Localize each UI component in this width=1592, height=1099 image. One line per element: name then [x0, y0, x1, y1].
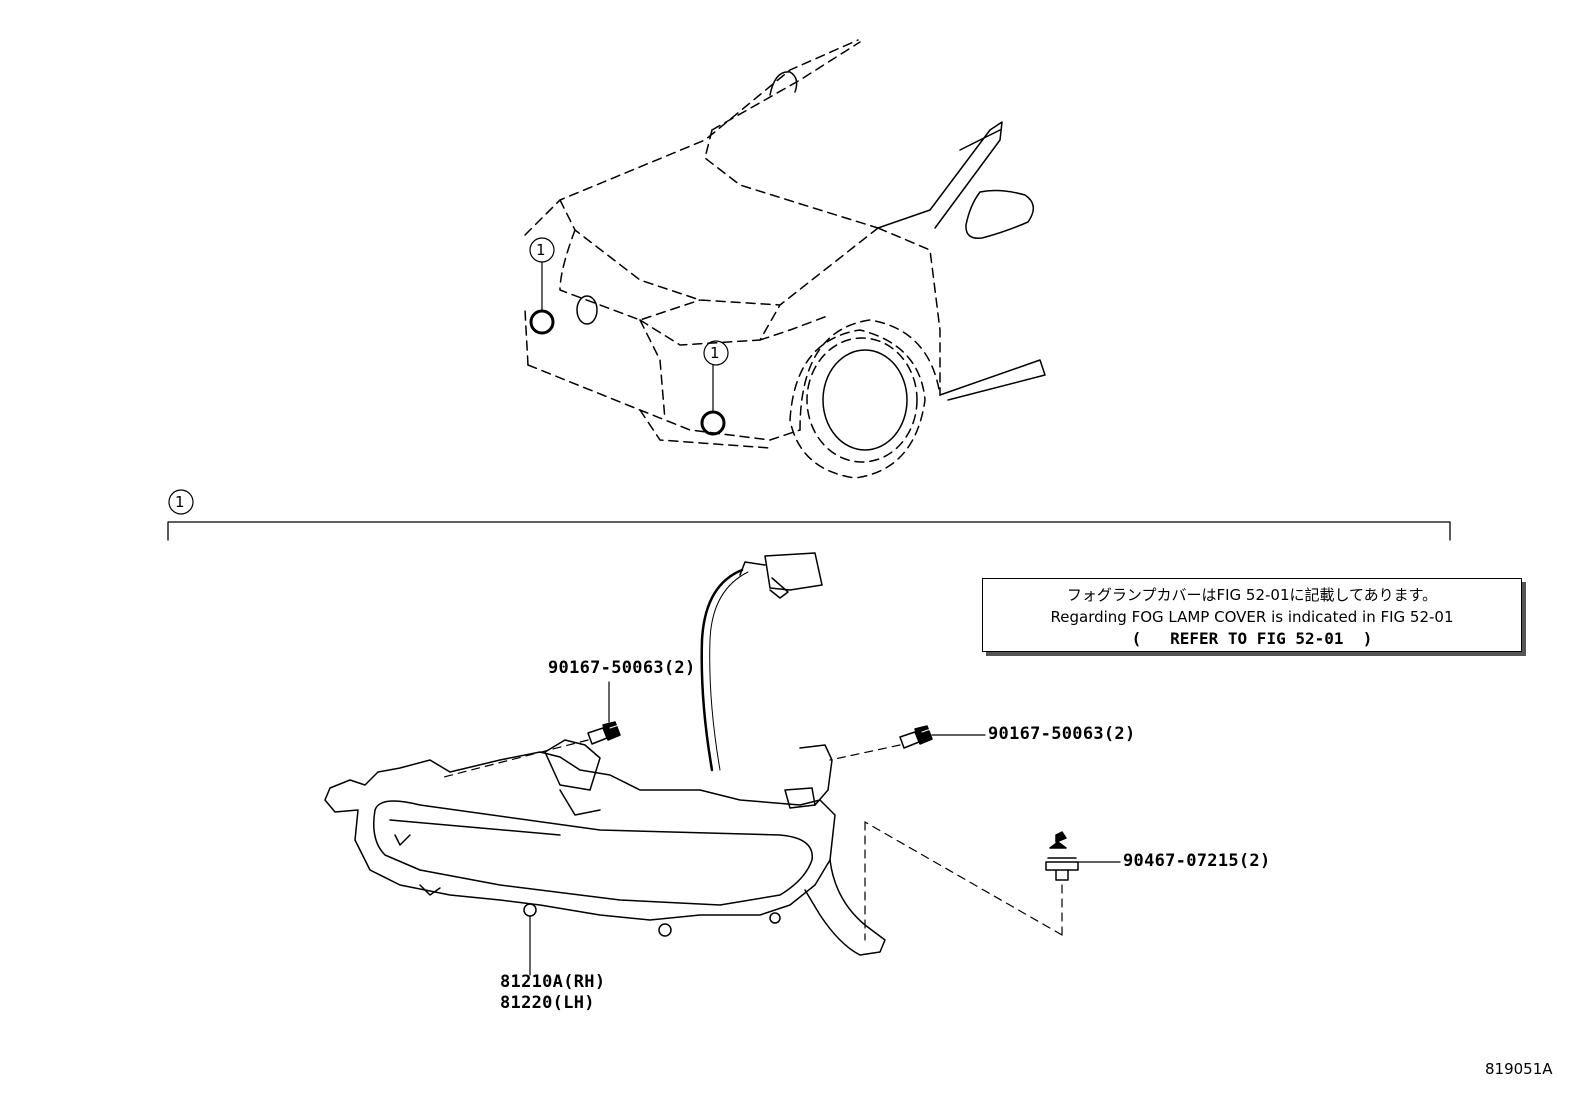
note-line-english: Regarding FOG LAMP COVER is indicated in… [1050, 608, 1454, 626]
note-line-japanese: フォグランプカバーはFIG 52-01に記載してあります。 [1066, 586, 1438, 604]
callout-circle-top-right [703, 340, 729, 366]
leader-lines [439, 681, 1121, 976]
callout-label-top-left: 1 [536, 241, 546, 259]
callout-label-section: 1 [175, 493, 185, 511]
vehicle-front-illustration [524, 39, 1046, 479]
fog-lamp-marker-left [529, 309, 555, 335]
fog-lamp-marker-right [700, 410, 726, 436]
callout-label-top-right: 1 [710, 344, 720, 362]
callout-circle-section [168, 489, 194, 515]
callout-circle-top-left [529, 237, 555, 263]
fog-lamp-assembly [324, 552, 886, 956]
part-label-lamp-rh: 81210A(RH) [500, 972, 606, 992]
part-label-bolt-left: 90167-50063(2) [548, 658, 696, 678]
part-label-bolt-right: 90167-50063(2) [988, 724, 1136, 744]
note-line-refer: ( REFER TO FIG 52-01 ) [1131, 629, 1373, 648]
bolt-left [587, 721, 622, 745]
section-bracket [167, 489, 1451, 541]
part-label-lamp-lh: 81220(LH) [500, 993, 595, 1013]
part-label-clip: 90467-07215(2) [1123, 851, 1271, 871]
reference-note-box: フォグランプカバーはFIG 52-01に記載してあります。 Regarding … [982, 578, 1522, 652]
diagram-reference-code: 819051A [1485, 1060, 1553, 1078]
clip-fastener [1045, 831, 1079, 881]
bolt-right [899, 725, 934, 749]
